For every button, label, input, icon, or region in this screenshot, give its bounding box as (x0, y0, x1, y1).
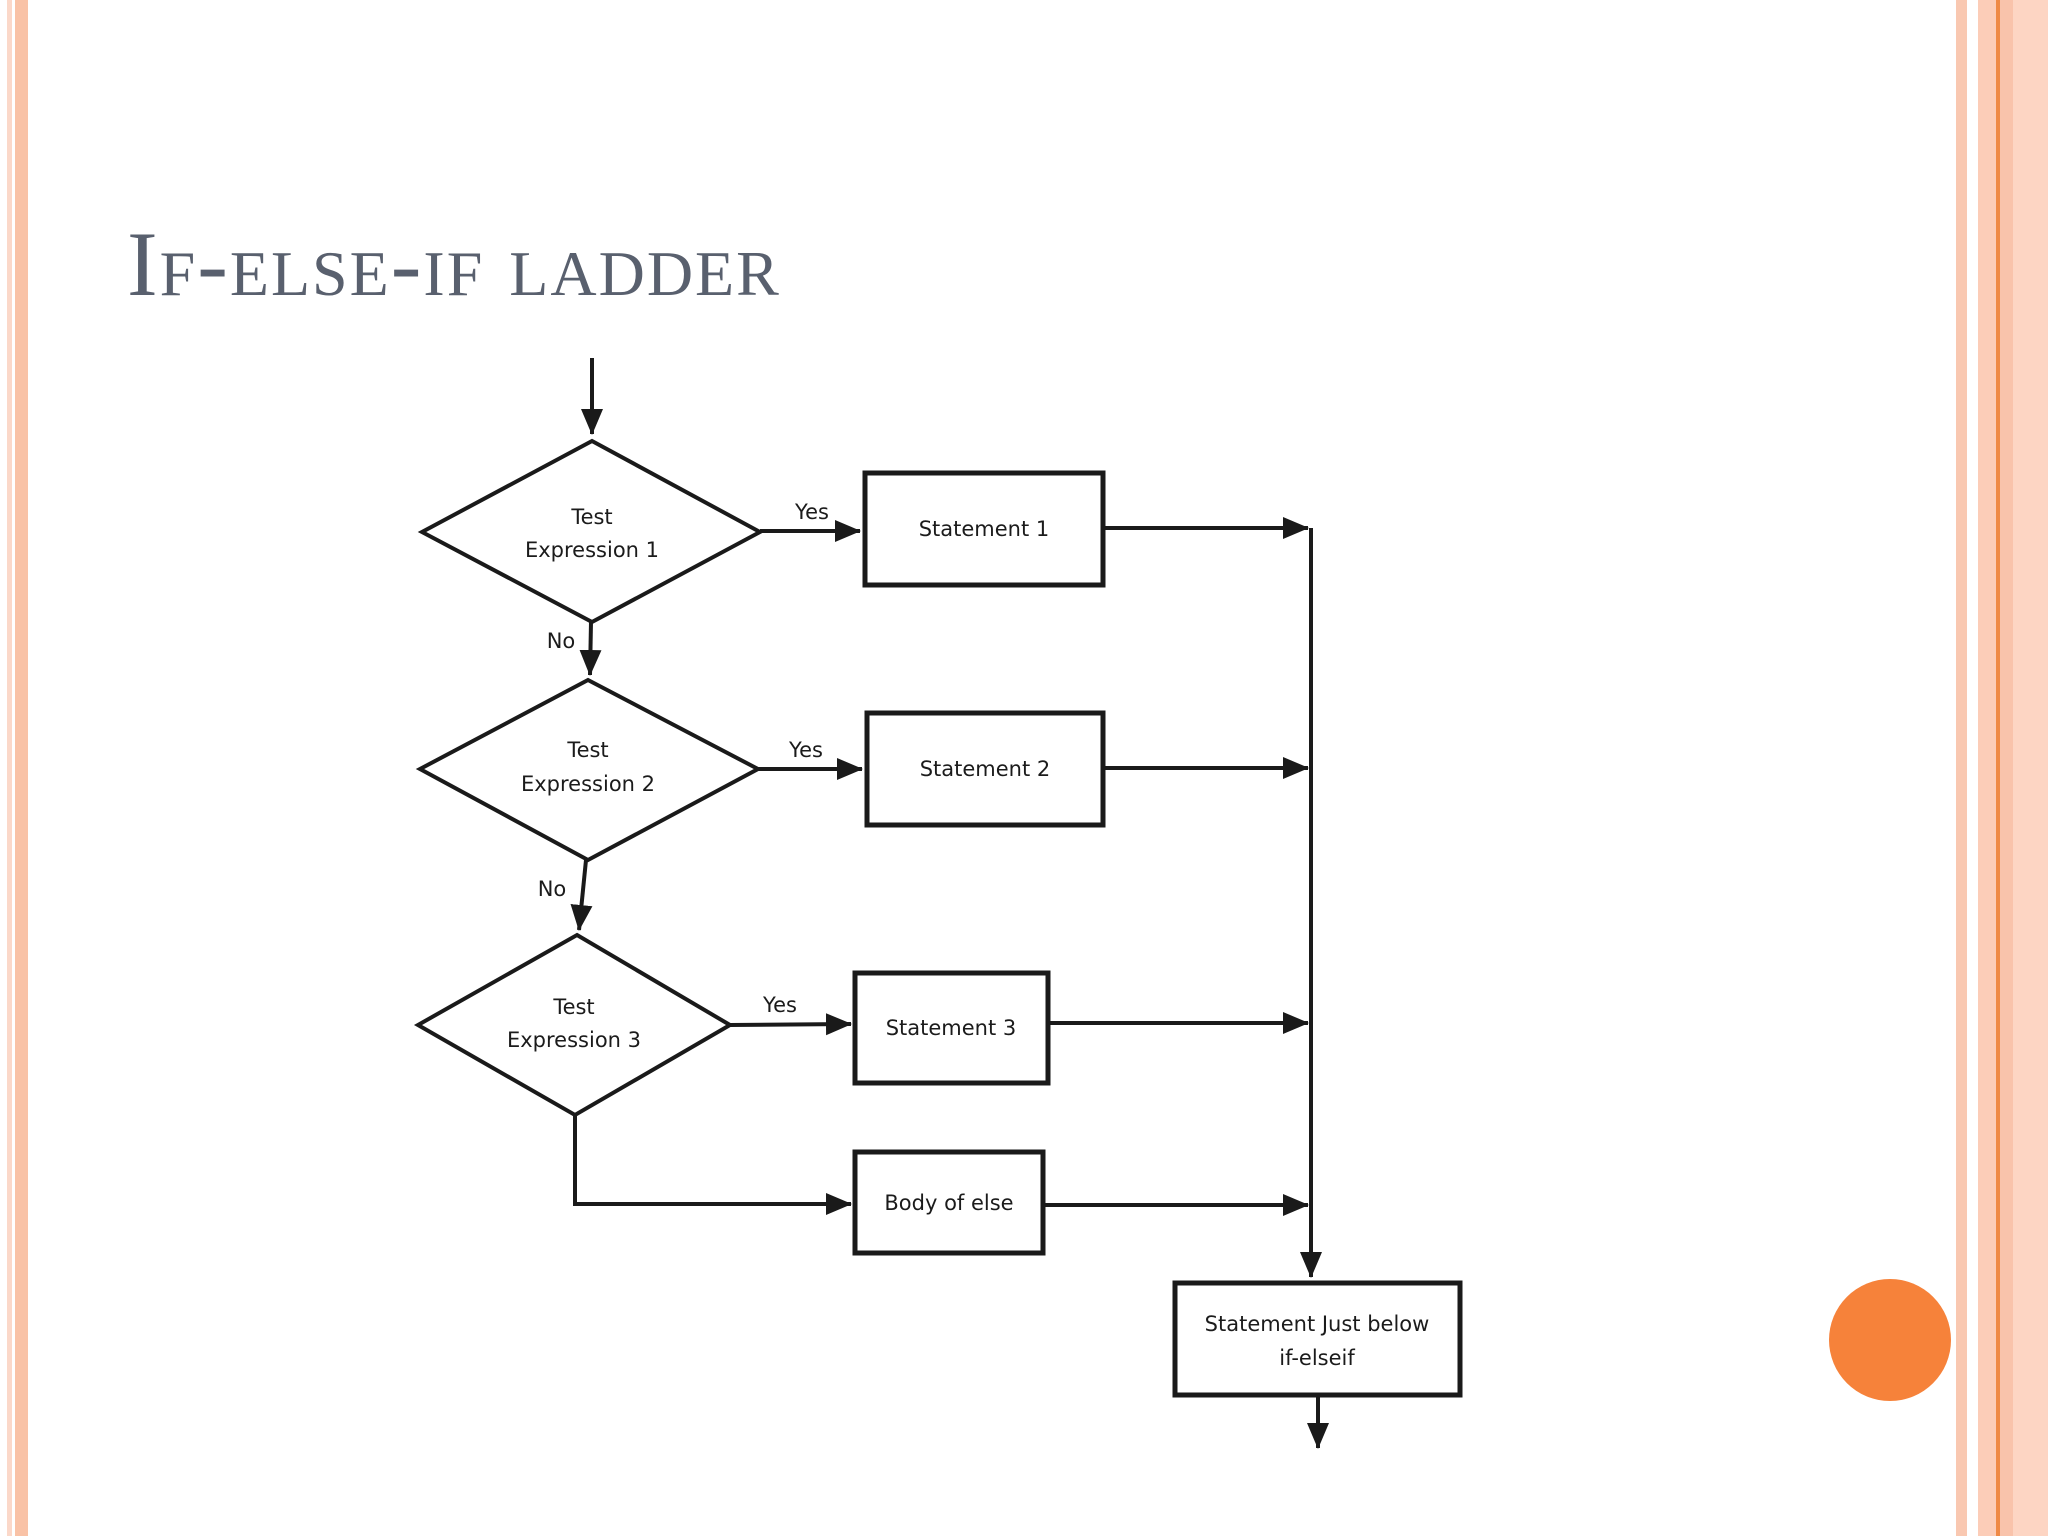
yes-label-1: Yes (794, 500, 829, 524)
yes-label-3: Yes (762, 993, 797, 1017)
arrow-yes-3 (729, 1013, 852, 1036)
final-statement-label-line2: if-elseif (1279, 1346, 1355, 1370)
decision-diamond-3 (413, 932, 734, 1118)
orange-circle-decoration (1829, 1279, 1951, 1401)
right-accent-band-light (2013, 0, 2048, 1536)
statement-1-label: Statement 1 (919, 517, 1050, 541)
no-label-2: No (538, 877, 567, 901)
left-accent-stripe-wide (15, 0, 28, 1536)
decision-diamond-1 (417, 438, 765, 625)
decision-diamond-2 (415, 677, 763, 863)
statement-3-box (852, 970, 1051, 1086)
decision-3-label-line1: Test (552, 995, 594, 1019)
decision-2-label-line1: Test (566, 738, 608, 762)
no-label-1: No (547, 629, 576, 653)
statement-1-box (862, 470, 1106, 588)
decision-1-label-line1: Test (570, 505, 612, 529)
arrow-no-2 (570, 859, 593, 931)
decision-2-label-line2: Expression 2 (521, 772, 655, 796)
statement-2-box (864, 710, 1106, 828)
decision-1-label-line2: Expression 1 (525, 538, 659, 562)
yes-label-2: Yes (788, 738, 823, 762)
body-of-else-label: Body of else (884, 1191, 1013, 1215)
right-accent-stripe-thin (1956, 0, 1967, 1536)
final-statement-box (1172, 1280, 1463, 1398)
decision-3-label-line2: Expression 3 (507, 1028, 641, 1052)
arrow-else-elbow (573, 1115, 852, 1215)
right-accent-band-mid (2000, 0, 2013, 1536)
statement-2-label: Statement 2 (920, 757, 1051, 781)
arrow-no-1 (579, 621, 602, 676)
final-statement-label-line1: Statement Just below (1205, 1312, 1430, 1336)
left-accent-stripe-thin (7, 0, 12, 1536)
body-of-else-box (852, 1149, 1046, 1256)
page-title: If-else-if ladder (127, 213, 781, 315)
right-accent-band-line (1996, 0, 2000, 1536)
statement-3-label: Statement 3 (886, 1016, 1017, 1040)
